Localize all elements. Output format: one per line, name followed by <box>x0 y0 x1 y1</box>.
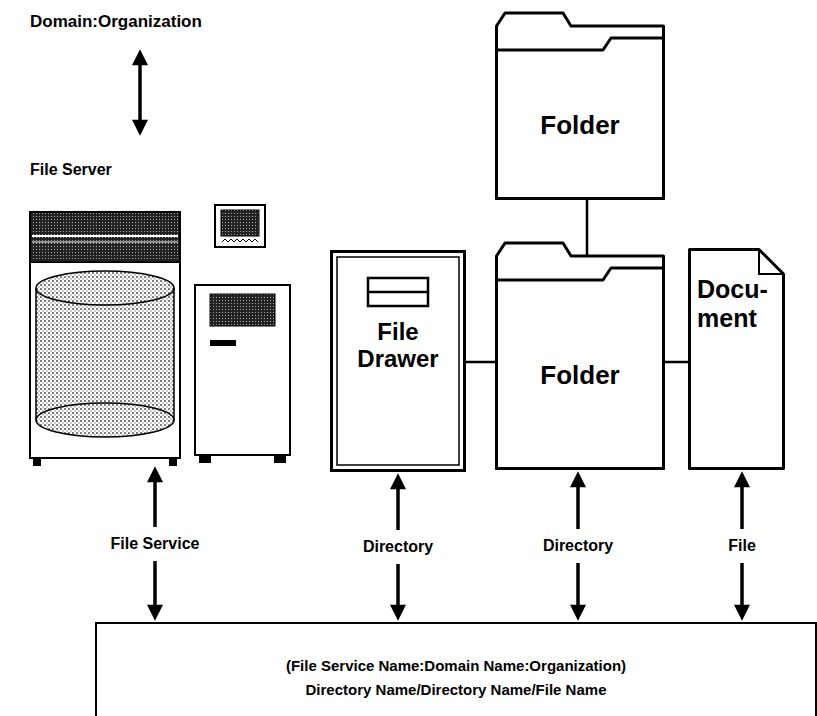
connector-label: Directory <box>359 530 437 564</box>
monitor-screen <box>221 210 259 236</box>
folder-back <box>497 13 664 199</box>
connector <box>586 200 589 256</box>
folder-icon: Folder <box>495 10 665 200</box>
domain-arrow <box>138 54 142 131</box>
node-text: Folder <box>540 110 619 140</box>
connector <box>665 361 688 364</box>
cabinet-foot <box>33 458 41 466</box>
monitor-keyboard <box>222 239 258 242</box>
disk-drum <box>36 288 174 420</box>
drawer-handle <box>368 278 428 306</box>
node-text: Folder <box>540 360 619 390</box>
text-block: Folder <box>495 280 665 470</box>
node-text: File Server <box>30 160 300 180</box>
node-text: Docu- ment <box>697 275 779 333</box>
drawer-handle-line <box>368 291 428 294</box>
tower-foot <box>274 455 286 463</box>
folder-icon-outline <box>495 240 665 470</box>
document-icon: Docu- ment <box>688 248 785 470</box>
text-block: Docu- ment <box>688 248 785 333</box>
file-drawer-icon: File Drawer <box>330 250 466 472</box>
connector <box>466 361 495 364</box>
folder-front <box>497 268 664 469</box>
text-block: File Drawer <box>330 250 466 372</box>
text-block: (File Service Name:Domain Name:Organizat… <box>97 624 815 702</box>
folder-icon: Folder <box>495 240 665 470</box>
text-block: Folder <box>495 50 665 200</box>
connector-label: File <box>724 529 760 563</box>
drawer-inner <box>337 257 459 465</box>
folder-front <box>497 38 664 199</box>
connectors <box>155 200 742 616</box>
node-text: File Drawer <box>346 318 450 372</box>
heading-label: Domain:Organization <box>30 12 202 32</box>
monitor <box>215 205 265 247</box>
cabinet-stripe <box>32 242 178 243</box>
disk-drum-side <box>35 288 37 420</box>
document-fold <box>759 250 784 275</box>
connector-label: Directory <box>539 529 617 563</box>
text-block: File Server <box>25 160 300 180</box>
document-outline <box>690 250 784 469</box>
disk-drum-top <box>36 271 174 305</box>
drawer-outer <box>332 252 465 471</box>
tower <box>195 285 290 455</box>
path-box: (File Service Name:Domain Name:Organizat… <box>95 622 817 716</box>
tower-slot <box>210 340 236 346</box>
file-server-illustration <box>30 205 290 466</box>
server-node: File Server <box>25 160 300 465</box>
tower-foot <box>199 455 211 463</box>
cabinet-stripe <box>32 235 178 237</box>
tower-panel <box>210 294 275 326</box>
connector-label: File Service <box>107 527 204 561</box>
node-text: Directory Name/Directory Name/File Name <box>107 678 805 702</box>
disk-drum-side <box>173 288 175 420</box>
cabinet-top <box>30 212 180 262</box>
folder-back <box>497 243 664 469</box>
cabinet-body <box>30 262 180 458</box>
node-text: (File Service Name:Domain Name:Organizat… <box>107 654 805 678</box>
cabinet-foot <box>169 458 177 466</box>
disk-drum-bottom <box>36 403 174 437</box>
folder-icon-outline <box>495 10 665 200</box>
